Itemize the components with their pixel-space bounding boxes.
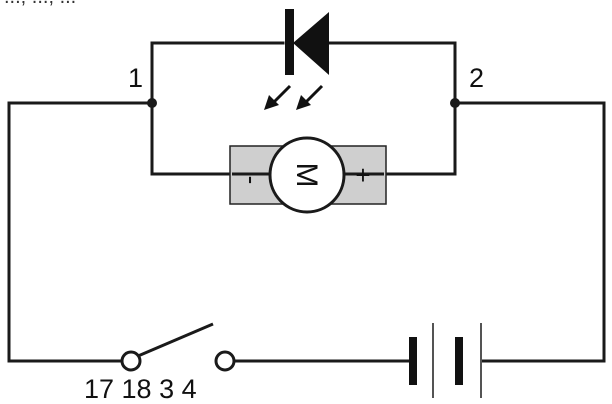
motor-icon: M - + — [229, 136, 387, 214]
motor-letter: M — [290, 163, 323, 188]
junction-node-2 — [450, 98, 460, 108]
junction-node-1 — [147, 98, 157, 108]
node-2-label: 2 — [469, 63, 484, 93]
led-icon — [264, 9, 329, 110]
node-1-label: 1 — [128, 63, 143, 93]
battery-icon — [409, 323, 604, 398]
motor-minus-sign: - — [237, 176, 267, 185]
top-cropped-text: ...; ...; ... — [4, 0, 76, 8]
switch-terminal-labels: 17 18 3 4 — [84, 374, 197, 404]
motor-plus-sign: + — [355, 160, 370, 190]
switch-icon — [120, 322, 236, 372]
